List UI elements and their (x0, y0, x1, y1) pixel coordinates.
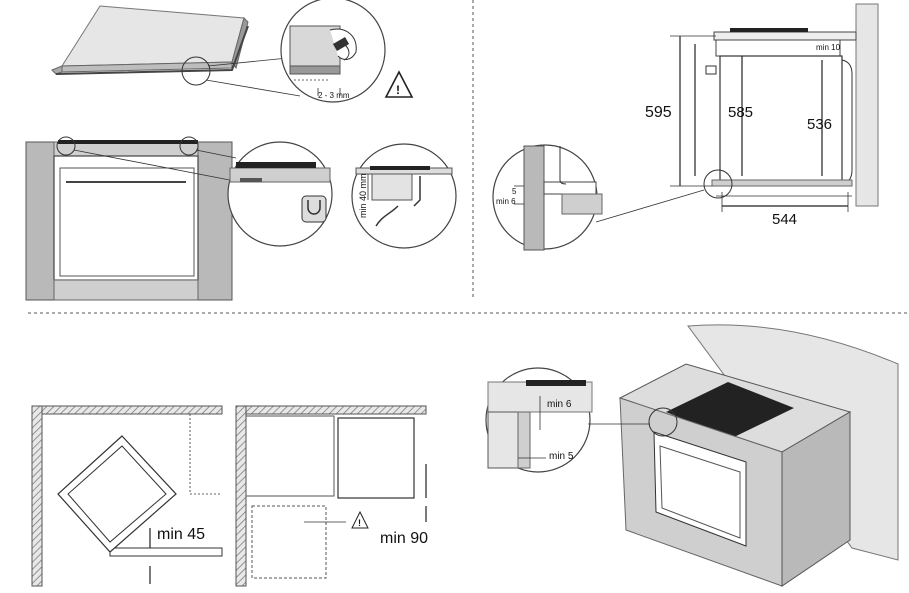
min6-label-tr: min 6 (496, 197, 516, 206)
dim-585: 585 (728, 104, 753, 121)
min10-label: min 10 (816, 43, 841, 52)
corner-plan-square: ! min 90 (235, 405, 428, 587)
base-gap-zoom-circle: 5 min 6 (492, 144, 603, 251)
min6-label-br: min 6 (547, 399, 572, 410)
hob-gap-zoom-circle: min 6 min 5 (485, 367, 650, 473)
clearance-zoom-circle: min 40 mm (351, 143, 457, 249)
corner-plan-rotated: min 45 (31, 405, 223, 587)
gap-label: 2 - 3 mm (318, 91, 350, 100)
dim-536: 536 (807, 116, 832, 133)
clearance-label: min 40 mm (358, 173, 368, 218)
dim5-label: 5 (512, 187, 517, 196)
svg-text:!: ! (358, 518, 361, 528)
dim-595: 595 (645, 104, 672, 121)
hob-gasket-illustration (51, 5, 301, 97)
svg-text:!: ! (396, 83, 400, 97)
clamp-zoom-circle (227, 141, 333, 247)
warning-triangle-icon: ! (384, 70, 414, 98)
min5-label: min 5 (549, 451, 574, 462)
installed-oven-illustration (618, 324, 899, 587)
gasket-zoom-circle: 2 - 3 mm (280, 0, 386, 103)
min45-label: min 45 (157, 526, 205, 543)
dim-544: 544 (772, 211, 797, 228)
min90-label: min 90 (380, 530, 428, 547)
oven-side-dimension-drawing: 595 585 536 544 min 10 (595, 3, 879, 228)
cabinet-oven-illustration (25, 136, 241, 301)
